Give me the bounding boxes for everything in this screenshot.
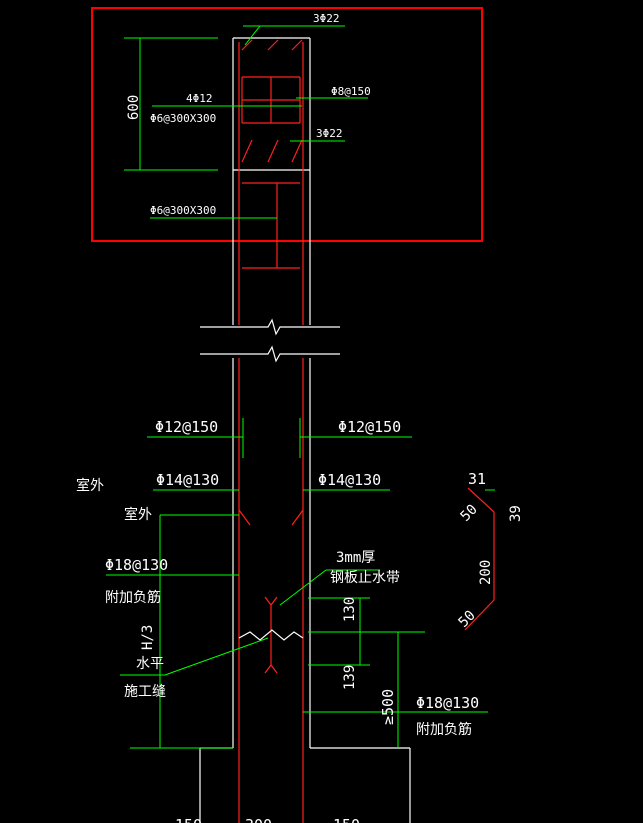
label-dim-50a: 50 (458, 502, 481, 525)
label-bot-bar: 3Φ22 (316, 127, 343, 140)
label-dim-39: 39 (508, 505, 524, 522)
label-joint: 施工缝 (124, 684, 166, 700)
label-bottom-150a: 150 (175, 816, 202, 823)
label-dim-600: 600 (126, 95, 142, 120)
label-main-left: Φ14@130 (156, 471, 219, 489)
label-outside-level: 室外 (124, 506, 152, 523)
label-mid-bars: 4Φ12 (186, 92, 213, 105)
label-add-left-2: 附加负筋 (105, 589, 161, 606)
label-dim-130: 130 (342, 597, 358, 622)
label-bottom-300: 300 (245, 816, 272, 823)
wall-outline (199, 37, 411, 823)
label-dim-139: 139 (342, 665, 358, 690)
label-horizontal: 水平 (136, 656, 164, 672)
rebar-lines (238, 39, 495, 823)
label-dist-right: Φ12@150 (338, 418, 401, 436)
label-dim-31: 31 (468, 470, 486, 488)
label-stirrup: Φ8@150 (331, 85, 371, 98)
highlight-box (91, 7, 483, 242)
label-add-right-1: Φ18@130 (416, 694, 479, 712)
label-dim-50b: 50 (456, 608, 479, 631)
label-tie-1: Φ6@300X300 (150, 112, 216, 125)
label-dist-left: Φ12@150 (155, 418, 218, 436)
dimension-lines (106, 25, 495, 749)
label-bottom-150b: 150 (333, 816, 360, 823)
label-dim-200: 200 (478, 560, 494, 585)
label-h-third: H/3 (140, 625, 156, 650)
label-dim-500: ≥500 (379, 689, 397, 725)
label-add-right-2: 附加负筋 (416, 721, 472, 738)
label-tie-2: Φ6@300X300 (150, 204, 216, 217)
label-top-bar: 3Φ22 (313, 12, 340, 25)
label-outside: 室外 (76, 477, 104, 494)
label-waterstop-2: 钢板止水带 (330, 570, 400, 586)
label-main-right: Φ14@130 (318, 471, 381, 489)
label-add-left-1: Φ18@130 (105, 556, 168, 574)
annotations: 3Φ22 600 4Φ12 Φ6@300X300 Φ8@150 3Φ22 Φ6@… (76, 12, 524, 823)
label-waterstop-1: 3mm厚 (336, 550, 375, 566)
